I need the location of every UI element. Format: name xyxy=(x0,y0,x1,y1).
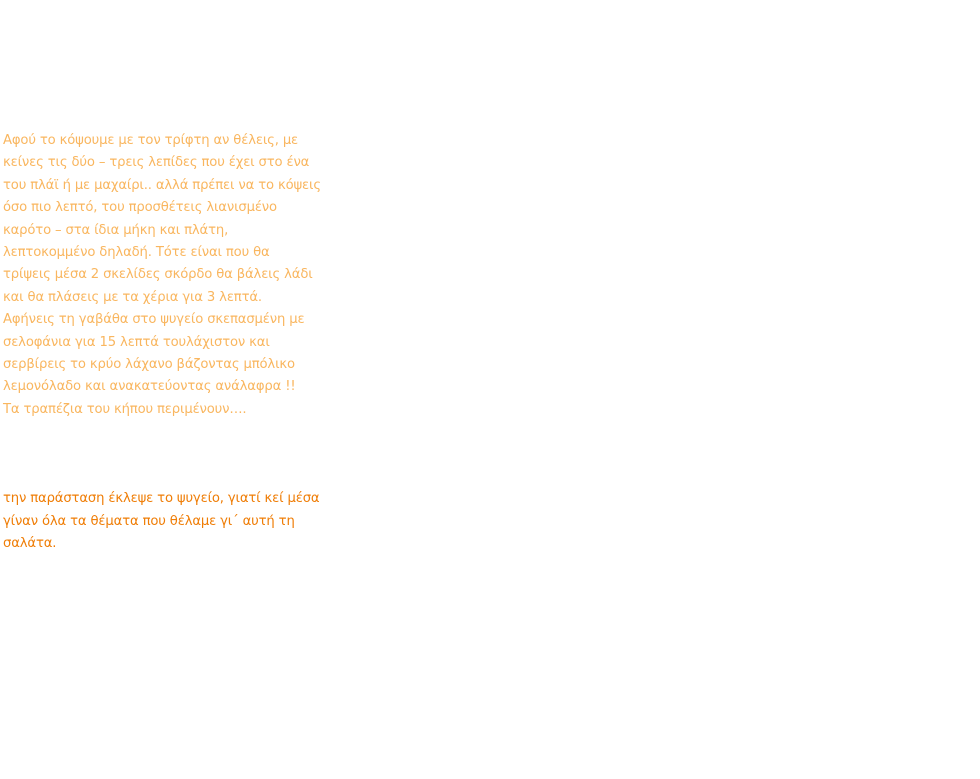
recipe-paragraph-1: Αφού το κόψουμε με τον τρίφτη αν θέλεις,… xyxy=(3,133,321,305)
recipe-note: την παράσταση έκλεψε το ψυγείο, γιατί κε… xyxy=(3,491,320,552)
recipe-text-block: Αφού το κόψουμε με τον τρίφτη αν θέλεις,… xyxy=(3,130,321,556)
recipe-paragraph-3: Τα τραπέζια του κήπου περιμένουν…. xyxy=(3,401,247,417)
spacer xyxy=(3,421,321,488)
recipe-paragraph-2: Αφήνεις τη γαβάθα στο ψυγείο σκεπασμένη … xyxy=(3,312,305,395)
